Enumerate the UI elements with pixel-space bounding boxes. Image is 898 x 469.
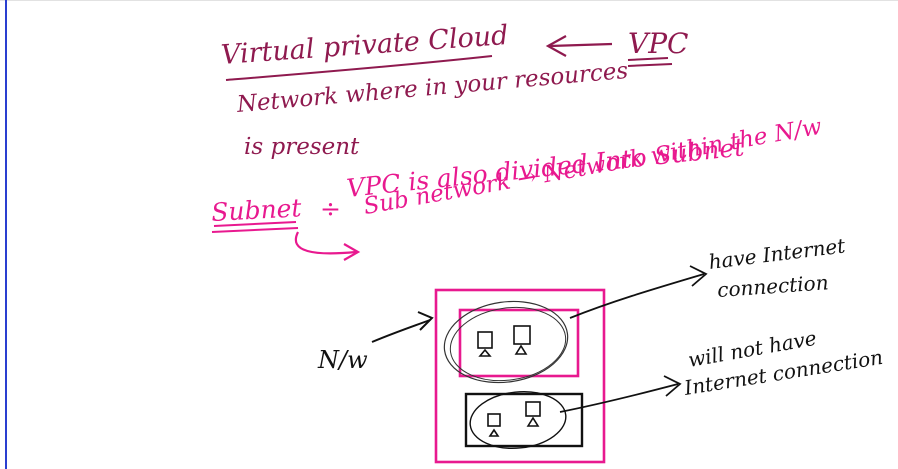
subnet-curved-arrow-head xyxy=(343,243,361,261)
public-subnet-box xyxy=(458,308,580,378)
title-abbrev-text: VPC xyxy=(628,27,689,60)
network-label: N/w xyxy=(318,346,368,374)
vpc-underline-2 xyxy=(627,63,673,67)
have-internet-arrow-head xyxy=(689,265,708,287)
no-internet-arrow-head xyxy=(663,375,682,397)
page-margin-line xyxy=(5,0,7,469)
public-subnet-ellipse xyxy=(443,300,569,384)
private-subnet-ellipse xyxy=(469,391,567,449)
network-arrow-line xyxy=(371,319,431,343)
title-underline xyxy=(225,55,493,81)
vpc-underline-1 xyxy=(627,57,669,61)
definition-line2: is present xyxy=(244,134,360,160)
subnet-underline-1 xyxy=(213,221,297,227)
monitor-icon xyxy=(477,331,493,357)
network-outer-box xyxy=(434,288,606,464)
vpc-arrow-line xyxy=(549,42,613,48)
have-internet-arrow-line xyxy=(569,273,705,319)
monitor-icon xyxy=(525,401,541,427)
network-arrow-head xyxy=(417,311,434,331)
subnet-curved-arrow xyxy=(294,231,357,255)
monitor-icon xyxy=(513,325,531,355)
monitor-icon xyxy=(487,413,501,437)
vpc-arrow-head xyxy=(545,35,567,57)
subnet-separator: ÷ xyxy=(320,194,341,223)
private-subnet-box xyxy=(464,392,584,448)
no-internet-arrow-line xyxy=(559,383,679,413)
subnet-underline-2 xyxy=(211,227,299,233)
public-subnet-ellipse-2 xyxy=(449,306,567,382)
